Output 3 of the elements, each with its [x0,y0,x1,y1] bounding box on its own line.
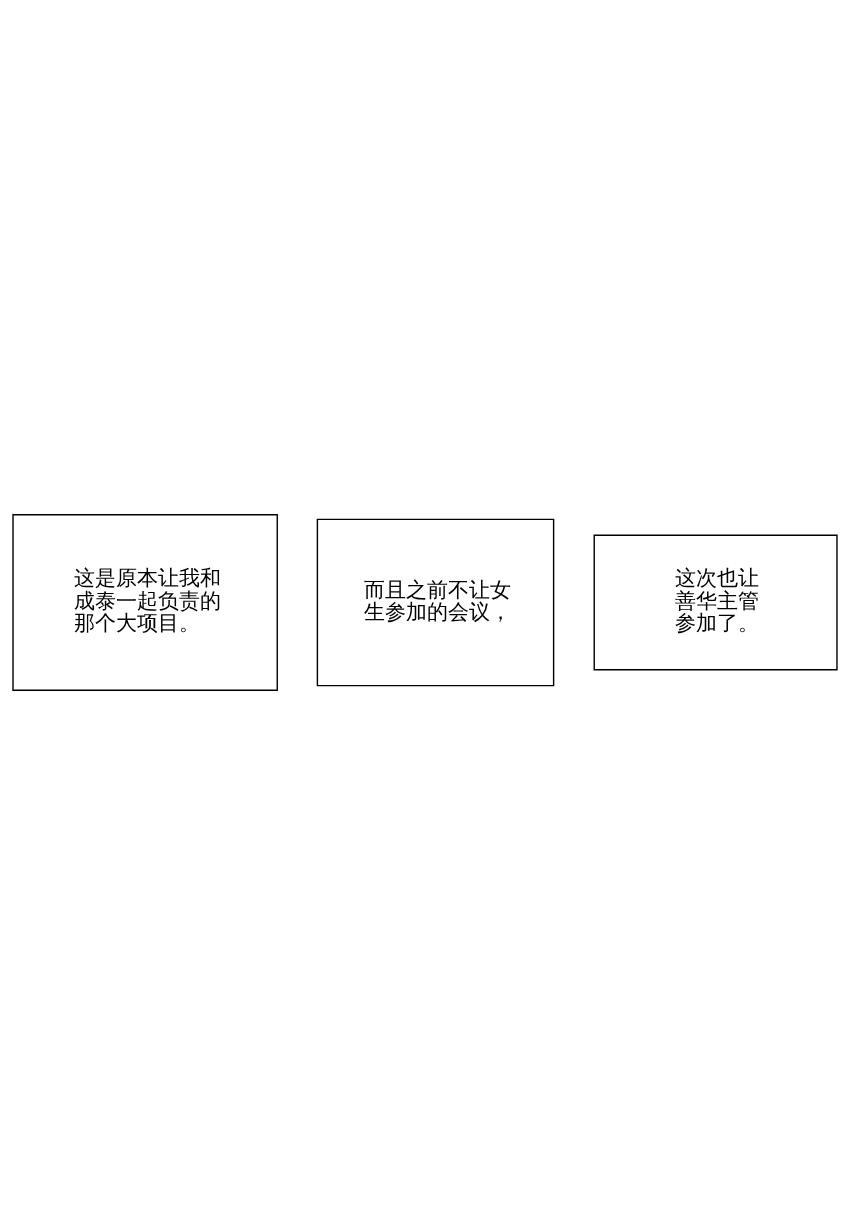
node-box: 而且之前不让女生参加的会议， [316,518,555,687]
node-box: 这次也让善华主管参加了。 [593,534,838,671]
node-box: 这是原本让我和成泰一起负责的那个大项目。 [12,514,278,691]
